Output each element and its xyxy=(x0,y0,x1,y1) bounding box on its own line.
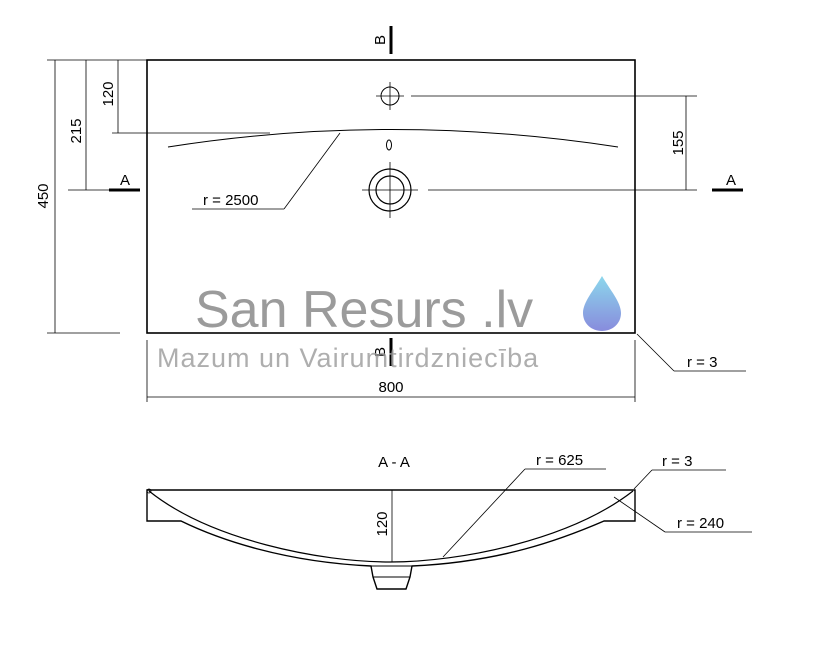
radius-2500-callout: r = 2500 xyxy=(192,132,341,210)
section-depth-label: 120 xyxy=(374,511,391,536)
watermark: San Resurs .lv Mazum un Vairumtirdzniecī… xyxy=(157,276,621,373)
watermark-brand: San Resurs .lv xyxy=(195,281,533,339)
dimension-800-label: 800 xyxy=(378,379,403,396)
watermark-subtitle: Mazum un Vairumtirdzniecība xyxy=(157,343,539,373)
bowl-edge-arc xyxy=(167,129,619,148)
dimension-215: 215 xyxy=(68,60,109,191)
dimension-155: 155 xyxy=(411,95,697,191)
radius-625-label: r = 625 xyxy=(536,452,583,469)
radius-3-rim-callout: r = 3 xyxy=(633,453,726,490)
overflow-slot xyxy=(386,139,392,151)
section-depth-dimension: 120 xyxy=(374,490,393,562)
section-b-top-label: B xyxy=(372,35,389,45)
radius-3-corner-label: r = 3 xyxy=(687,354,717,371)
faucet-hole xyxy=(376,82,404,110)
section-title: A - A xyxy=(378,454,410,471)
dimension-450: 450 xyxy=(35,59,147,334)
section-a-left-label: A xyxy=(120,172,130,189)
dimension-120-label: 120 xyxy=(100,81,117,106)
section-view: A - A 120 r = 625 r = 3 r = 24 xyxy=(146,452,752,590)
drain xyxy=(362,162,418,218)
dimension-155-label: 155 xyxy=(670,130,687,155)
radius-3-corner-callout: r = 3 xyxy=(636,333,746,372)
dimension-120: 120 xyxy=(100,60,270,134)
radius-2500-label: r = 2500 xyxy=(203,192,258,209)
radius-625-callout: r = 625 xyxy=(442,452,606,558)
dimension-450-label: 450 xyxy=(35,183,52,208)
section-profile xyxy=(146,489,636,590)
radius-240-label: r = 240 xyxy=(677,515,724,532)
top-view: B B A A 450 215 120 xyxy=(35,26,746,402)
radius-3-rim-label: r = 3 xyxy=(662,453,692,470)
water-drop-icon xyxy=(583,276,621,331)
radius-240-callout: r = 240 xyxy=(613,496,752,533)
dimension-215-label: 215 xyxy=(68,118,85,143)
section-a-right-label: A xyxy=(726,172,736,189)
section-b-bottom-label: B xyxy=(372,347,389,357)
basin-outline xyxy=(146,59,636,334)
section-inner-bowl xyxy=(148,490,634,563)
dimension-800: 800 xyxy=(146,340,636,402)
